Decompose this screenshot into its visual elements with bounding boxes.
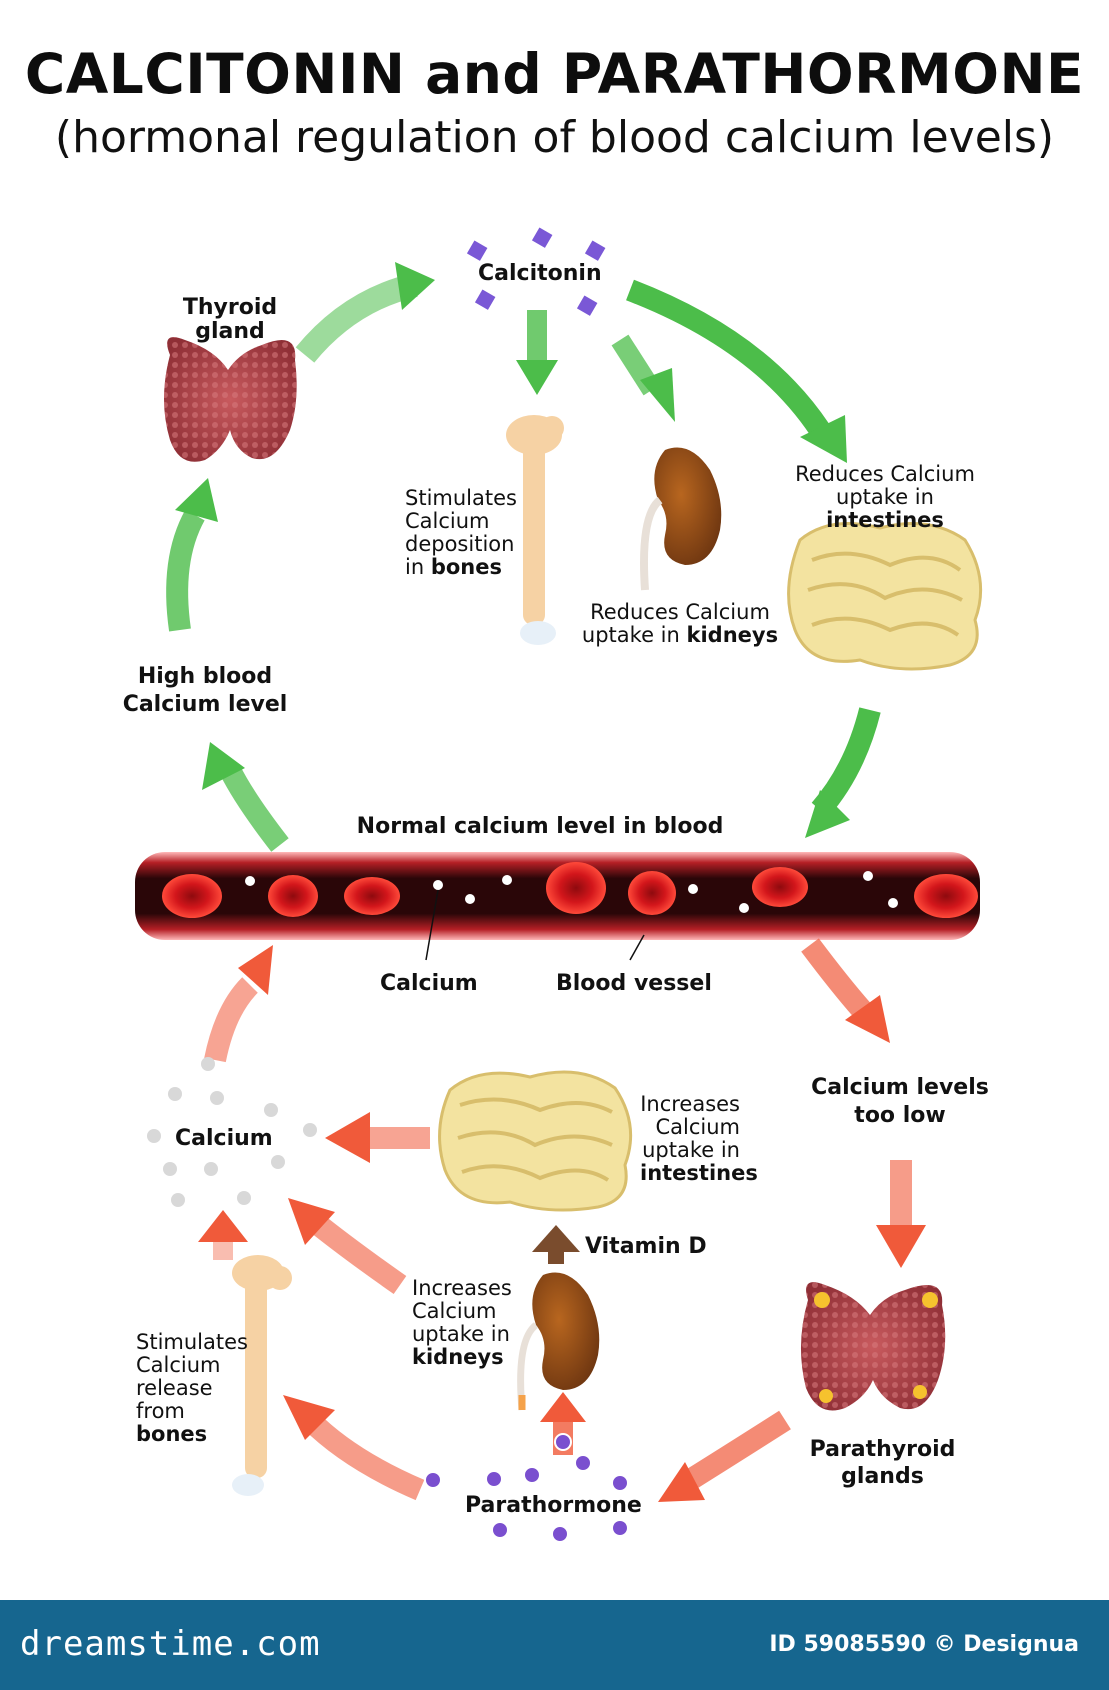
- parathormone-intestine-label: Increases Calcium uptake in intestines: [640, 1092, 758, 1185]
- page-subtitle: (hormonal regulation of blood calcium le…: [54, 112, 1055, 163]
- kidney-text-line1: Reduces Calcium: [590, 600, 770, 624]
- orange-arrow-kidney-to-calcium: [288, 1198, 407, 1295]
- bones-text-line1: Stimulates: [405, 486, 517, 510]
- green-arrow-intestine-to-vessel: [805, 707, 881, 838]
- vessel-calcium-label: Calcium: [380, 971, 478, 996]
- low-calcium-line2: too low: [854, 1103, 946, 1128]
- bottom-bones-line3: release: [136, 1376, 213, 1400]
- vessel-blood-vessel-label: Blood vessel: [556, 971, 712, 996]
- orange-arrow-parathyroid-to-parathormone: [658, 1410, 791, 1502]
- thyroid-label-line1: Thyroid: [182, 295, 278, 320]
- parathormone-label: Parathormone: [465, 1493, 642, 1518]
- intestine-illustration-top: [787, 522, 983, 671]
- free-calcium-label: Calcium: [175, 1126, 273, 1151]
- vitamin-d-label: Vitamin D: [585, 1234, 707, 1259]
- orange-arrow-vessel-to-low: [801, 938, 890, 1043]
- bones-text-line4: in: [405, 555, 431, 579]
- bottom-bones-line1: Stimulates: [136, 1330, 248, 1354]
- orange-arrow-bone-to-calcium: [198, 1210, 248, 1260]
- vitamin-d-arrow: [532, 1225, 580, 1264]
- orange-arrow-parathormone-to-bone: [283, 1395, 425, 1501]
- intestine-text-line2: uptake in: [836, 485, 934, 509]
- kidney-text-bold: kidneys: [686, 623, 779, 647]
- calcium-particles-cluster: [147, 1057, 317, 1207]
- green-arrow-calcitonin-to-intestine: [626, 279, 847, 463]
- calcitonin-intestine-label: Reduces Calcium uptake in intestines: [780, 463, 990, 532]
- calcitonin-kidney-label: Reduces Calcium uptake in kidneys: [580, 601, 780, 647]
- bottom-intestine-line1: Increases: [640, 1092, 740, 1116]
- bones-text-line2: Calcium: [405, 509, 490, 533]
- parathyroid-line1: Parathyroid: [809, 1437, 956, 1462]
- red-blood-cells: [162, 862, 978, 918]
- calcitonin-bones-label: Stimulates Calcium deposition in bones: [405, 487, 517, 579]
- thyroid-gland-label: Thyroid gland: [160, 296, 300, 344]
- bones-text-line3: deposition: [405, 532, 515, 556]
- bones-text-bold: bones: [430, 555, 502, 579]
- blood-vessel: [135, 852, 980, 961]
- parathyroid-glands-illustration: [800, 1282, 946, 1411]
- kidney-illustration-bottom: [517, 1272, 600, 1411]
- intestine-text-bold: intestines: [826, 508, 944, 532]
- bottom-bones-bold: bones: [136, 1422, 208, 1446]
- orange-arrow-calcium-to-vessel: [204, 945, 273, 1063]
- calcitonin-crystals: [466, 227, 606, 316]
- parathyroid-line2: glands: [841, 1464, 924, 1489]
- calcium-too-low-label: Calcium levels too low: [800, 1074, 1000, 1130]
- parathormone-kidney-label: Increases Calcium uptake in kidneys: [412, 1277, 512, 1369]
- kidney-text-line2: uptake in: [581, 623, 687, 647]
- calcium-particles: [245, 871, 898, 913]
- footer-image-id: ID 59085590 © Designua: [769, 1632, 1079, 1657]
- bottom-intestine-line3: uptake in: [642, 1138, 740, 1162]
- bottom-kidney-line1: Increases: [412, 1276, 512, 1300]
- orange-arrow-intestine-to-calcium: [325, 1112, 430, 1163]
- vessel-title: Normal calcium level in blood: [356, 814, 724, 839]
- intestine-illustration-bottom: [438, 1070, 633, 1212]
- thyroid-label-line2: gland: [195, 319, 265, 344]
- footer-brand[interactable]: dreamstime.com: [20, 1624, 321, 1664]
- high-calcium-line1: High blood: [137, 664, 273, 689]
- parathormone-molecules: [424, 1433, 629, 1543]
- parathormone-bones-label: Stimulates Calcium release from bones: [136, 1331, 248, 1446]
- parathyroid-glands-label: Parathyroid glands: [800, 1436, 965, 1490]
- bone-illustration-bottom: [232, 1255, 292, 1496]
- bone-illustration-top: [506, 415, 564, 645]
- kidney-illustration-top: [640, 447, 722, 591]
- intestine-text-line1: Reduces Calcium: [795, 462, 975, 486]
- orange-arrow-low-to-parathyroid: [876, 1160, 926, 1268]
- bottom-kidney-line2: Calcium: [412, 1299, 497, 1323]
- green-arrow-vessel-to-high-calcium: [202, 742, 289, 852]
- bottom-intestine-bold: intestines: [640, 1161, 758, 1185]
- green-arrow-high-calcium-to-thyroid: [166, 478, 218, 632]
- bottom-kidney-bold: kidneys: [412, 1345, 504, 1369]
- bottom-bones-line2: Calcium: [136, 1353, 221, 1377]
- high-blood-calcium-label: High blood Calcium level: [115, 663, 295, 719]
- green-arrow-thyroid-to-calcitonin: [295, 262, 435, 363]
- green-arrow-calcitonin-to-kidney: [611, 334, 675, 422]
- page-title: CALCITONIN and PARATHORMONE: [24, 42, 1085, 106]
- footer-bar: [0, 1600, 1109, 1690]
- calcitonin-label: Calcitonin: [478, 261, 602, 286]
- green-arrow-calcitonin-to-bone: [516, 310, 558, 395]
- bottom-intestine-line2: Calcium: [655, 1115, 740, 1139]
- high-calcium-line2: Calcium level: [122, 692, 288, 717]
- thyroid-gland-illustration: [164, 337, 297, 462]
- low-calcium-line1: Calcium levels: [811, 1075, 989, 1100]
- bottom-kidney-line3: uptake in: [412, 1322, 510, 1346]
- bottom-bones-line4: from: [136, 1399, 185, 1423]
